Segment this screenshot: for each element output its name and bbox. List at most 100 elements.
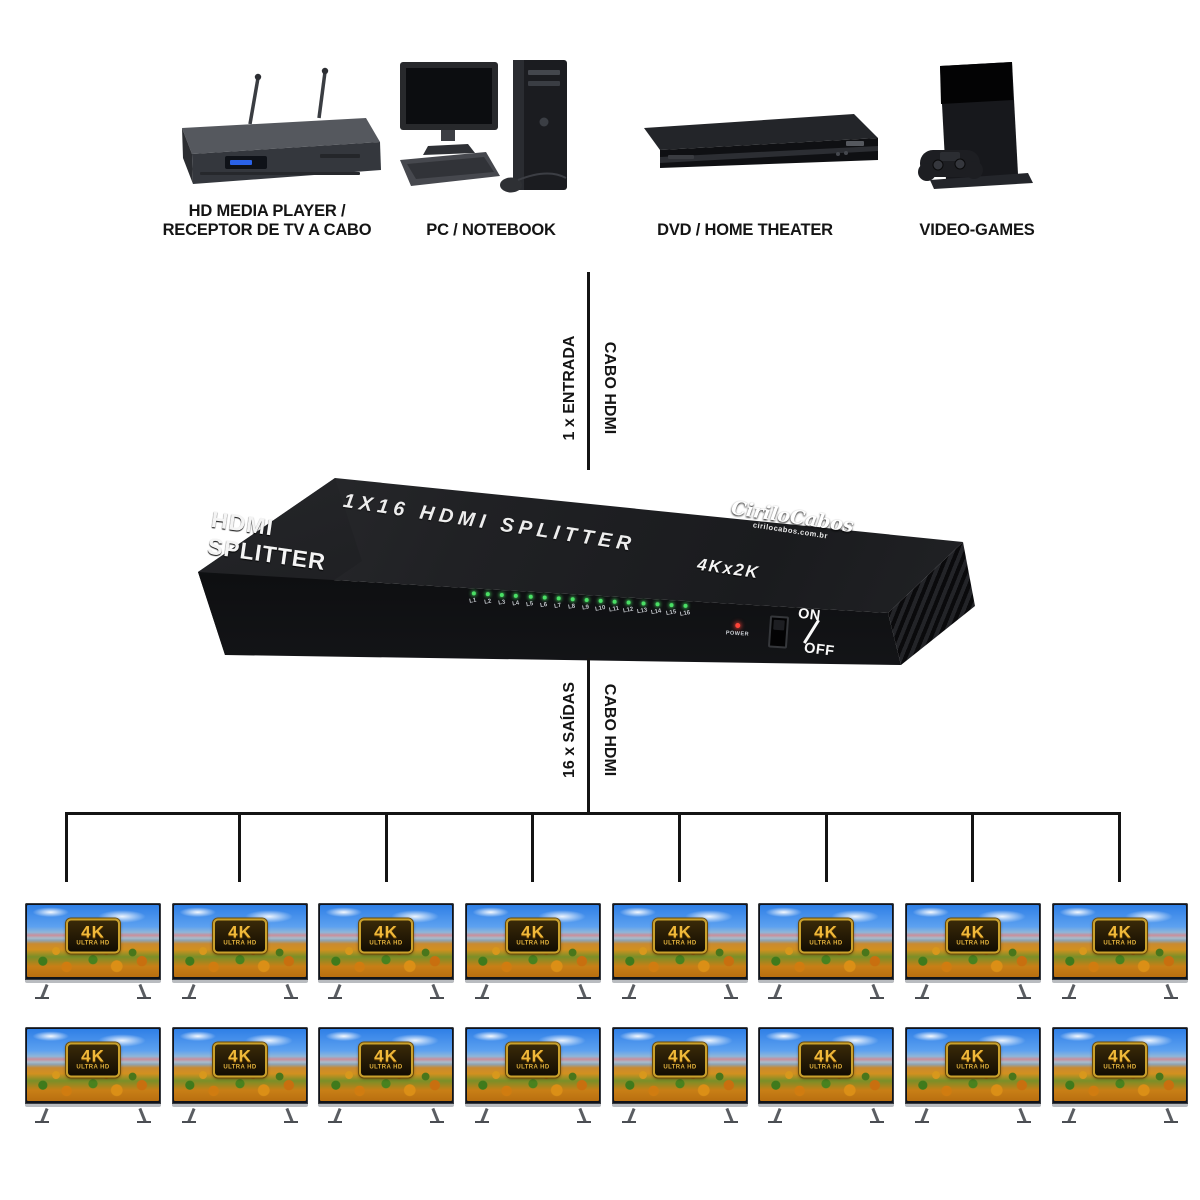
- tv-foot-right: [724, 997, 738, 999]
- tv-leg-left: [1067, 1108, 1076, 1122]
- tv-4k-badge: 4K ULTRA HD: [66, 1042, 120, 1078]
- source-label-pc-notebook: PC / NOTEBOOK: [426, 221, 556, 239]
- tv-foot-left: [768, 997, 782, 999]
- output-drop-line: [825, 812, 828, 882]
- badge-4k-text: 4K: [374, 922, 398, 942]
- tv-landscape-picture: 4K ULTRA HD: [320, 905, 452, 977]
- led-dot-icon: [584, 597, 589, 603]
- tv-foot-right: [870, 1121, 884, 1123]
- tv-foot-left: [35, 997, 49, 999]
- led-dot-icon: [626, 600, 632, 605]
- badge-4k-text: 4K: [668, 922, 692, 942]
- tv-screen: 4K ULTRA HD: [1052, 1027, 1188, 1107]
- badge-4k-text: 4K: [374, 1046, 398, 1066]
- led-dot-icon: [640, 601, 646, 606]
- led-label: L1: [469, 597, 478, 605]
- tv-foot-left: [35, 1121, 49, 1123]
- tv-leg-right: [577, 1108, 586, 1122]
- output-led: L5: [524, 594, 537, 608]
- output-drop-line: [238, 812, 241, 882]
- tv-4k-badge: 4K ULTRA HD: [213, 918, 267, 954]
- tv-4k: 4K ULTRA HD: [758, 903, 894, 1000]
- input-cable-label: CABO HDMI: [601, 341, 618, 435]
- tv-4k: 4K ULTRA HD: [465, 1027, 601, 1124]
- badge-ultra-hd-text: ULTRA HD: [76, 940, 110, 947]
- tv-landscape-picture: 4K ULTRA HD: [467, 905, 599, 977]
- tv-4k: 4K ULTRA HD: [1052, 903, 1188, 1000]
- tv-foot-right: [1017, 997, 1031, 999]
- led-dot-icon: [528, 594, 533, 599]
- tv-landscape-picture: 4K ULTRA HD: [320, 1029, 452, 1101]
- tv-landscape-picture: 4K ULTRA HD: [174, 905, 306, 977]
- output-led: L3: [495, 592, 508, 607]
- tv-landscape-picture: 4K ULTRA HD: [174, 1029, 306, 1101]
- tv-landscape-picture: 4K ULTRA HD: [27, 1029, 159, 1101]
- tv-foot-left: [475, 997, 489, 999]
- tv-leg-left: [627, 1108, 636, 1122]
- output-led: L14: [651, 602, 664, 616]
- badge-4k-text: 4K: [814, 922, 838, 942]
- distribution-bus-line: [65, 812, 1121, 815]
- tv-leg-right: [1017, 984, 1026, 998]
- tv-foot-left: [1062, 1121, 1076, 1123]
- tv-landscape-picture: 4K ULTRA HD: [760, 905, 892, 977]
- tv-screen: 4K ULTRA HD: [758, 903, 894, 983]
- tv-screen: 4K ULTRA HD: [25, 1027, 161, 1107]
- tv-landscape-picture: 4K ULTRA HD: [907, 905, 1039, 977]
- tv-foot-right: [1164, 1121, 1178, 1123]
- badge-ultra-hd-text: ULTRA HD: [369, 1064, 403, 1071]
- tv-leg-right: [430, 1108, 439, 1122]
- badge-ultra-hd-text: ULTRA HD: [809, 940, 843, 947]
- output-led: L9: [580, 597, 593, 612]
- output-drop-line: [971, 812, 974, 882]
- tv-4k-badge: 4K ULTRA HD: [66, 918, 120, 954]
- tv-landscape-picture: 4K ULTRA HD: [27, 905, 159, 977]
- tv-foot-right: [1164, 997, 1178, 999]
- tv-foot-left: [622, 997, 636, 999]
- tv-4k: 4K ULTRA HD: [758, 1027, 894, 1124]
- tv-4k-badge: 4K ULTRA HD: [359, 1042, 413, 1078]
- tv-screen: 4K ULTRA HD: [1052, 903, 1188, 983]
- tv-screen: 4K ULTRA HD: [25, 903, 161, 983]
- tv-4k-badge: 4K ULTRA HD: [506, 1042, 560, 1078]
- badge-ultra-hd-text: ULTRA HD: [809, 1064, 843, 1071]
- tv-leg-right: [137, 984, 146, 998]
- output-led: L15: [665, 602, 678, 617]
- tv-foot-left: [915, 1121, 929, 1123]
- output-drop-line: [1118, 812, 1121, 882]
- tv-screen: 4K ULTRA HD: [612, 903, 748, 983]
- tv-4k: 4K ULTRA HD: [612, 1027, 748, 1124]
- tv-4k: 4K ULTRA HD: [25, 903, 161, 1000]
- tv-foot-right: [577, 1121, 591, 1123]
- output-led: L7: [552, 596, 565, 610]
- badge-4k-text: 4K: [81, 922, 105, 942]
- tv-foot-left: [915, 997, 929, 999]
- led-label: L15: [665, 609, 677, 617]
- tv-leg-right: [1164, 1108, 1173, 1122]
- tv-screen: 4K ULTRA HD: [758, 1027, 894, 1107]
- tv-foot-right: [577, 997, 591, 999]
- led-label: L3: [497, 599, 506, 607]
- tv-leg-left: [920, 1108, 929, 1122]
- badge-ultra-hd-text: ULTRA HD: [663, 940, 697, 947]
- led-label: L12: [622, 606, 635, 615]
- led-label: L13: [636, 607, 649, 616]
- tv-4k-badge: 4K ULTRA HD: [799, 1042, 853, 1078]
- tv-screen: 4K ULTRA HD: [172, 903, 308, 983]
- badge-ultra-hd-text: ULTRA HD: [76, 1064, 110, 1071]
- tv-leg-left: [40, 1108, 49, 1122]
- source-label-hd-media-player: HD MEDIA PLAYER / RECEPTOR DE TV A CABO: [162, 202, 372, 239]
- output-drop-line: [385, 812, 388, 882]
- tv-4k: 4K ULTRA HD: [172, 1027, 308, 1124]
- badge-ultra-hd-text: ULTRA HD: [223, 1064, 257, 1071]
- tv-screen: 4K ULTRA HD: [172, 1027, 308, 1107]
- led-label: L10: [594, 604, 606, 613]
- tv-4k-badge: 4K ULTRA HD: [1093, 1042, 1147, 1078]
- led-dot-icon: [514, 593, 519, 598]
- video-games-image: [918, 62, 1033, 189]
- badge-4k-text: 4K: [668, 1046, 692, 1066]
- led-dot-icon: [485, 592, 491, 597]
- tv-leg-left: [920, 984, 929, 998]
- tv-4k: 4K ULTRA HD: [465, 903, 601, 1000]
- tv-leg-left: [627, 984, 636, 998]
